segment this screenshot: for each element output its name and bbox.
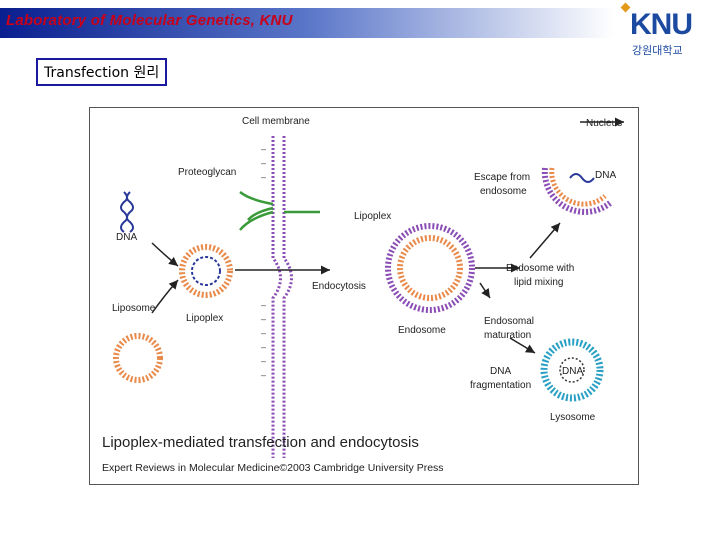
label-nucleus: Nucleus [586, 118, 622, 129]
svg-text:–: – [261, 172, 266, 182]
svg-text:–: – [261, 300, 266, 310]
label-dna-frag-1: DNA [490, 366, 511, 377]
header-bar [0, 8, 614, 38]
label-liposome: Liposome [112, 303, 156, 314]
label-cell-membrane: Cell membrane [242, 116, 310, 127]
label-lipoplex-left: Lipoplex [186, 313, 223, 324]
label-endosome: Endosome [398, 325, 446, 336]
endosome-shape [385, 223, 475, 313]
svg-text:–: – [261, 314, 266, 324]
label-endocytosis: Endocytosis [312, 281, 366, 292]
liposome-shape [113, 333, 163, 383]
label-endosomal-1: Endosomal [484, 316, 534, 327]
label-escape-2: endosome [480, 186, 527, 197]
transfection-diagram: – – – – – – – – – [102, 116, 624, 474]
svg-text:–: – [261, 144, 266, 154]
logo-subtitle: 강원대학교 [632, 44, 683, 57]
label-dna: DNA [116, 232, 137, 243]
svg-text:–: – [261, 370, 266, 380]
proteoglycan-shape [239, 190, 320, 231]
label-escape-1: Escape from [474, 172, 530, 183]
label-dna-lysosome: DNA [562, 366, 583, 377]
header-title: Laboratory of Molecular Genetics, KNU [6, 12, 293, 29]
knu-logo: KNU 강원대학교 [620, 2, 718, 60]
lysosome-shape [540, 338, 604, 402]
label-dna-nucleus: DNA [595, 170, 616, 181]
pathway-arrows [151, 117, 624, 354]
label-endosome-mixing-1: Endosome with [506, 263, 574, 274]
label-proteoglycan: Proteoglycan [178, 167, 236, 178]
figure-frame: – – – – – – – – – [89, 107, 639, 485]
label-endosomal-2: maturation [484, 330, 531, 341]
diagram-credit: Expert Reviews in Molecular Medicine©200… [102, 462, 444, 474]
membrane-charges: – – – – – – – – – [261, 144, 266, 380]
svg-text:–: – [261, 328, 266, 338]
logo-diamond-icon [620, 2, 631, 13]
svg-text:–: – [261, 158, 266, 168]
slide-subtitle: Transfection 원리 [36, 58, 168, 86]
lipoplex-left-shape [179, 244, 233, 298]
label-lipoplex-mid: Lipoplex [354, 211, 391, 222]
escape-endosome-shape [541, 167, 612, 215]
label-endosome-mixing-2: lipid mixing [514, 277, 563, 288]
diagram-caption: Lipoplex-mediated transfection and endoc… [102, 434, 419, 451]
label-dna-frag-2: fragmentation [470, 380, 531, 391]
logo-wordmark: KNU [630, 8, 693, 41]
label-lysosome: Lysosome [550, 412, 596, 423]
svg-text:–: – [261, 356, 266, 366]
cell-membrane [271, 136, 293, 458]
dna-free-shape [120, 191, 134, 233]
svg-text:–: – [261, 342, 266, 352]
